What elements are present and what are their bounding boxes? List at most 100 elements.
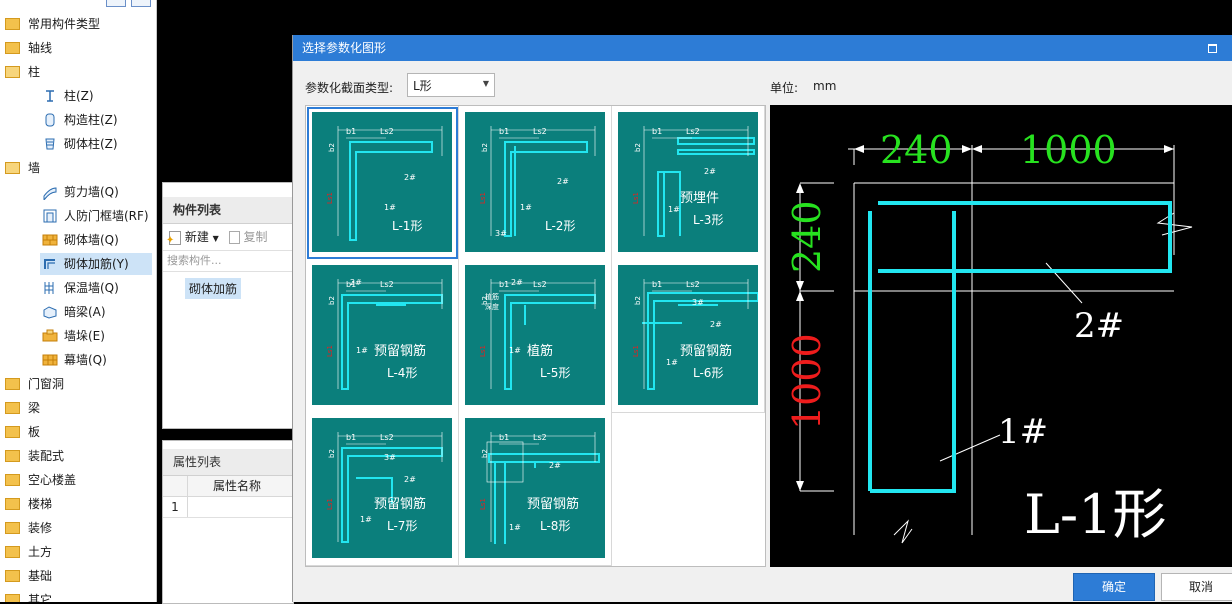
svg-text:植筋: 植筋 <box>485 292 499 301</box>
svg-text:b1: b1 <box>346 280 356 289</box>
chevron-down-icon: ▼ <box>212 234 219 243</box>
folder-icon <box>5 473 20 486</box>
folder-icon <box>5 569 20 582</box>
svg-text:2#: 2# <box>549 461 561 470</box>
tree-item[interactable]: 梁 <box>5 397 40 419</box>
property-name-header: 属性名称 <box>212 479 261 493</box>
tree-item-label: 保温墙(Q) <box>64 281 119 295</box>
svg-text:1000: 1000 <box>1020 128 1117 172</box>
svg-text:Ls2: Ls2 <box>686 280 700 289</box>
tree-item-label: 砌体柱(Z) <box>64 137 118 151</box>
svg-text:2#: 2# <box>404 475 416 484</box>
svg-text:Ls1: Ls1 <box>632 192 640 204</box>
tree-item[interactable]: 砌体墙(Q) <box>42 229 119 251</box>
svg-text:3#: 3# <box>384 453 396 462</box>
svg-text:1#: 1# <box>509 346 521 355</box>
component-list-item[interactable]: 砌体加筋 <box>185 278 242 299</box>
component-list-panel: 构件列表 ✦ 新建 ▼ 复制 搜索构件... 砌体加筋 <box>162 182 294 429</box>
civil-defense-door-wall-icon <box>42 208 58 224</box>
tree-toolbar-icon[interactable] <box>131 0 151 7</box>
svg-text:2#: 2# <box>704 167 716 176</box>
svg-text:b2: b2 <box>634 296 642 305</box>
ok-button[interactable]: 确定 <box>1073 573 1155 601</box>
maximize-icon[interactable] <box>1208 44 1217 53</box>
tree-item-label: 梁 <box>28 401 41 415</box>
tree-item[interactable]: 装配式 <box>5 445 64 467</box>
tree-item[interactable]: 装修 <box>5 517 52 539</box>
svg-text:Ls2: Ls2 <box>380 127 394 136</box>
tree-item[interactable]: 人防门框墙(RF) <box>42 205 149 227</box>
curtain-wall-icon <box>42 352 58 368</box>
tree-item[interactable]: 幕墙(Q) <box>42 349 107 371</box>
tree-item[interactable]: 楼梯 <box>5 493 52 515</box>
svg-text:1#: 1# <box>509 523 521 532</box>
tree-item[interactable]: 板 <box>5 421 40 443</box>
tree-item-label: 常用构件类型 <box>28 17 101 31</box>
section-type-select[interactable]: L形 ▼ <box>407 73 495 97</box>
svg-text:b1: b1 <box>499 127 509 136</box>
tree-item-label: 剪力墙(Q) <box>64 185 119 199</box>
tree-item[interactable]: 砌体加筋(Y) <box>40 253 152 275</box>
tree-item[interactable]: 保温墙(Q) <box>42 277 119 299</box>
dialog-title-bar: 选择参数化图形 <box>293 35 1232 61</box>
tree-item[interactable]: 墙 <box>5 157 40 179</box>
tree-item[interactable]: 基础 <box>5 565 52 587</box>
copy-button[interactable]: 复制 <box>228 224 268 250</box>
tree-item[interactable]: 门窗洞 <box>5 373 64 395</box>
unit-label: 单位: <box>770 81 799 95</box>
masonry-reinforcement-icon <box>42 256 58 272</box>
folder-icon <box>5 17 20 30</box>
tree-item[interactable]: 剪力墙(Q) <box>42 181 119 203</box>
svg-text:b2: b2 <box>481 143 489 152</box>
svg-text:预埋件: 预埋件 <box>680 191 719 206</box>
tree-toolbar-icon[interactable] <box>106 0 126 7</box>
shape-preview: 240 1000 240 1000 2# 1# L-1形 <box>770 105 1232 567</box>
svg-text:b1: b1 <box>346 433 356 442</box>
tree-item[interactable]: 土方 <box>5 541 52 563</box>
svg-text:b2: b2 <box>328 449 336 458</box>
svg-text:2#: 2# <box>350 278 362 287</box>
tree-item-label: 柱 <box>28 65 41 79</box>
tree-item[interactable]: 柱(Z) <box>42 85 94 107</box>
constructional-column-icon <box>42 112 58 128</box>
tree-item-label: 装配式 <box>28 449 65 463</box>
svg-text:预留钢筋: 预留钢筋 <box>374 343 426 359</box>
tree-item[interactable]: 其它 <box>5 589 52 602</box>
cancel-button[interactable]: 取消 <box>1161 573 1232 601</box>
tree-item-label: 土方 <box>28 545 53 559</box>
folder-icon <box>5 401 20 414</box>
svg-text:3#: 3# <box>692 298 704 307</box>
tree-item[interactable]: 空心楼盖 <box>5 469 76 491</box>
folder-icon <box>5 425 20 438</box>
unit-value: mm <box>813 79 837 93</box>
svg-text:Ls1: Ls1 <box>326 345 334 357</box>
tree-item[interactable]: 墙垛(E) <box>42 325 105 347</box>
svg-text:深度: 深度 <box>485 302 499 311</box>
component-search-input[interactable]: 搜索构件... <box>163 251 293 272</box>
svg-text:1000: 1000 <box>785 333 829 430</box>
tree-item[interactable]: 轴线 <box>5 37 52 59</box>
tree-item[interactable]: 构造柱(Z) <box>42 109 118 131</box>
tree-item[interactable]: 暗梁(A) <box>42 301 106 323</box>
svg-text:1#: 1# <box>666 358 678 367</box>
tree-item[interactable]: 柱 <box>5 61 40 83</box>
tree-item[interactable]: 常用构件类型 <box>5 13 100 35</box>
svg-text:Ls2: Ls2 <box>533 280 547 289</box>
dropdown-arrow-icon: ▼ <box>482 79 489 88</box>
property-row[interactable]: 1 <box>163 497 293 518</box>
svg-text:预留钢筋: 预留钢筋 <box>680 343 732 359</box>
tree-item[interactable]: 砌体柱(Z) <box>42 133 118 155</box>
new-button[interactable]: ✦ 新建 ▼ <box>166 230 219 246</box>
property-table-header: 属性名称 <box>163 476 293 497</box>
